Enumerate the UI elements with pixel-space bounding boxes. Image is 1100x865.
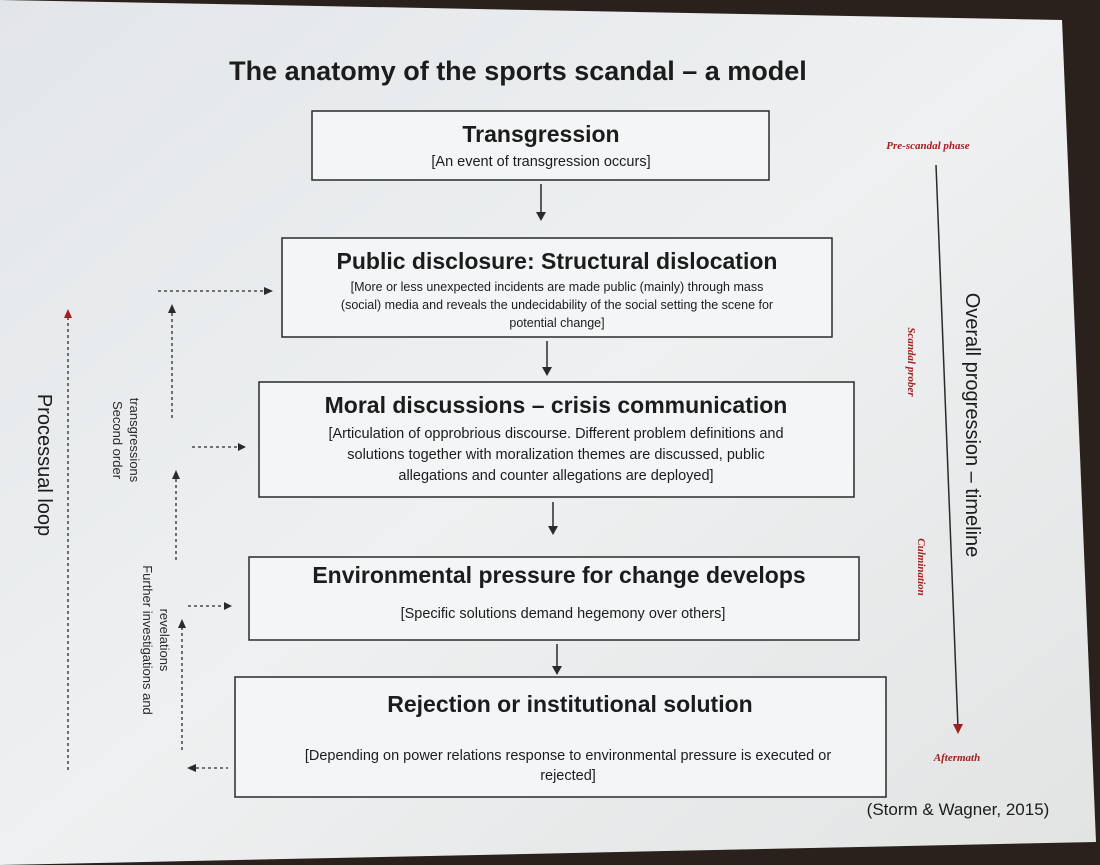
box-body-line: solutions together with moralization the… [347, 447, 765, 463]
flow-arrowhead [536, 212, 546, 221]
processual-loop: Processual loop [33, 309, 72, 770]
further-arrowhead-upper [172, 470, 180, 479]
box-transgression: Transgression [An event of transgression… [311, 110, 770, 181]
second-order-label-line: Second order [110, 401, 125, 480]
box-public-disclosure: Public disclosure: Structural dislocatio… [281, 237, 833, 338]
box-environmental-pressure: Environmental pressure for change develo… [248, 556, 860, 641]
citation: (Storm & Wagner, 2015) [867, 800, 1050, 819]
phase-label-aftermath: Aftermath [933, 752, 980, 764]
further-arrowhead-lower [178, 619, 186, 628]
timeline: Pre-scandal phase Scandal prober Culmina… [886, 140, 983, 764]
second-order-arrowhead [168, 304, 176, 313]
flow-arrowhead [552, 666, 562, 675]
second-order-label-line: transgressions [127, 398, 142, 483]
flow-arrowhead [542, 367, 552, 376]
link-to-environmental-arrowhead [224, 602, 232, 610]
box-rejection-or-solution: Rejection or institutional solution [Dep… [234, 676, 887, 798]
box-title: Environmental pressure for change develo… [312, 562, 805, 588]
second-order-link-arrowhead [264, 287, 273, 295]
processual-loop-arrowhead [64, 309, 72, 318]
slide-title: The anatomy of the sports scandal – a mo… [229, 56, 807, 86]
timeline-arrowhead [953, 724, 963, 734]
further-label-line: revelations [157, 609, 172, 672]
box-title: Public disclosure: Structural dislocatio… [337, 248, 778, 274]
box-body-line: (social) media and reveals the undecidab… [341, 298, 773, 312]
phase-label-scandal-prober: Scandal prober [905, 327, 917, 397]
processual-loop-label: Processual loop [33, 394, 55, 536]
timeline-line [935, 164, 959, 729]
box-body-line: allegations and counter allegations are … [398, 468, 713, 484]
box-body-line: [More or less unexpected incidents are m… [351, 280, 764, 294]
box-body-line: potential change] [509, 316, 604, 330]
phase-label-pre-scandal: Pre-scandal phase [886, 140, 970, 152]
box-moral-discussions: Moral discussions – crisis communication… [258, 381, 855, 498]
further-label-line: Further investigations and [140, 565, 155, 715]
box-title: Moral discussions – crisis communication [325, 392, 788, 418]
timeline-label: Overall progression – timeline [961, 293, 983, 558]
further-investigations-loop: Further investigations and revelations [140, 443, 246, 772]
second-order-loop: Second order transgressions [110, 287, 273, 483]
box-title: Transgression [462, 121, 619, 147]
flow-arrowhead [548, 526, 558, 535]
box-body-line: [An event of transgression occurs] [431, 154, 650, 170]
link-to-moral-arrowhead [238, 443, 246, 451]
box-body-line: [Articulation of opprobrious discourse. … [328, 426, 783, 442]
box-body-line: [Specific solutions demand hegemony over… [401, 606, 726, 622]
phase-label-culmination: Culmination [915, 538, 927, 595]
box-body-line: [Depending on power relations response t… [305, 748, 832, 764]
box-body-line: rejected] [540, 768, 596, 784]
box-title: Rejection or institutional solution [387, 691, 752, 717]
link-from-rejection-arrowhead [187, 764, 196, 772]
